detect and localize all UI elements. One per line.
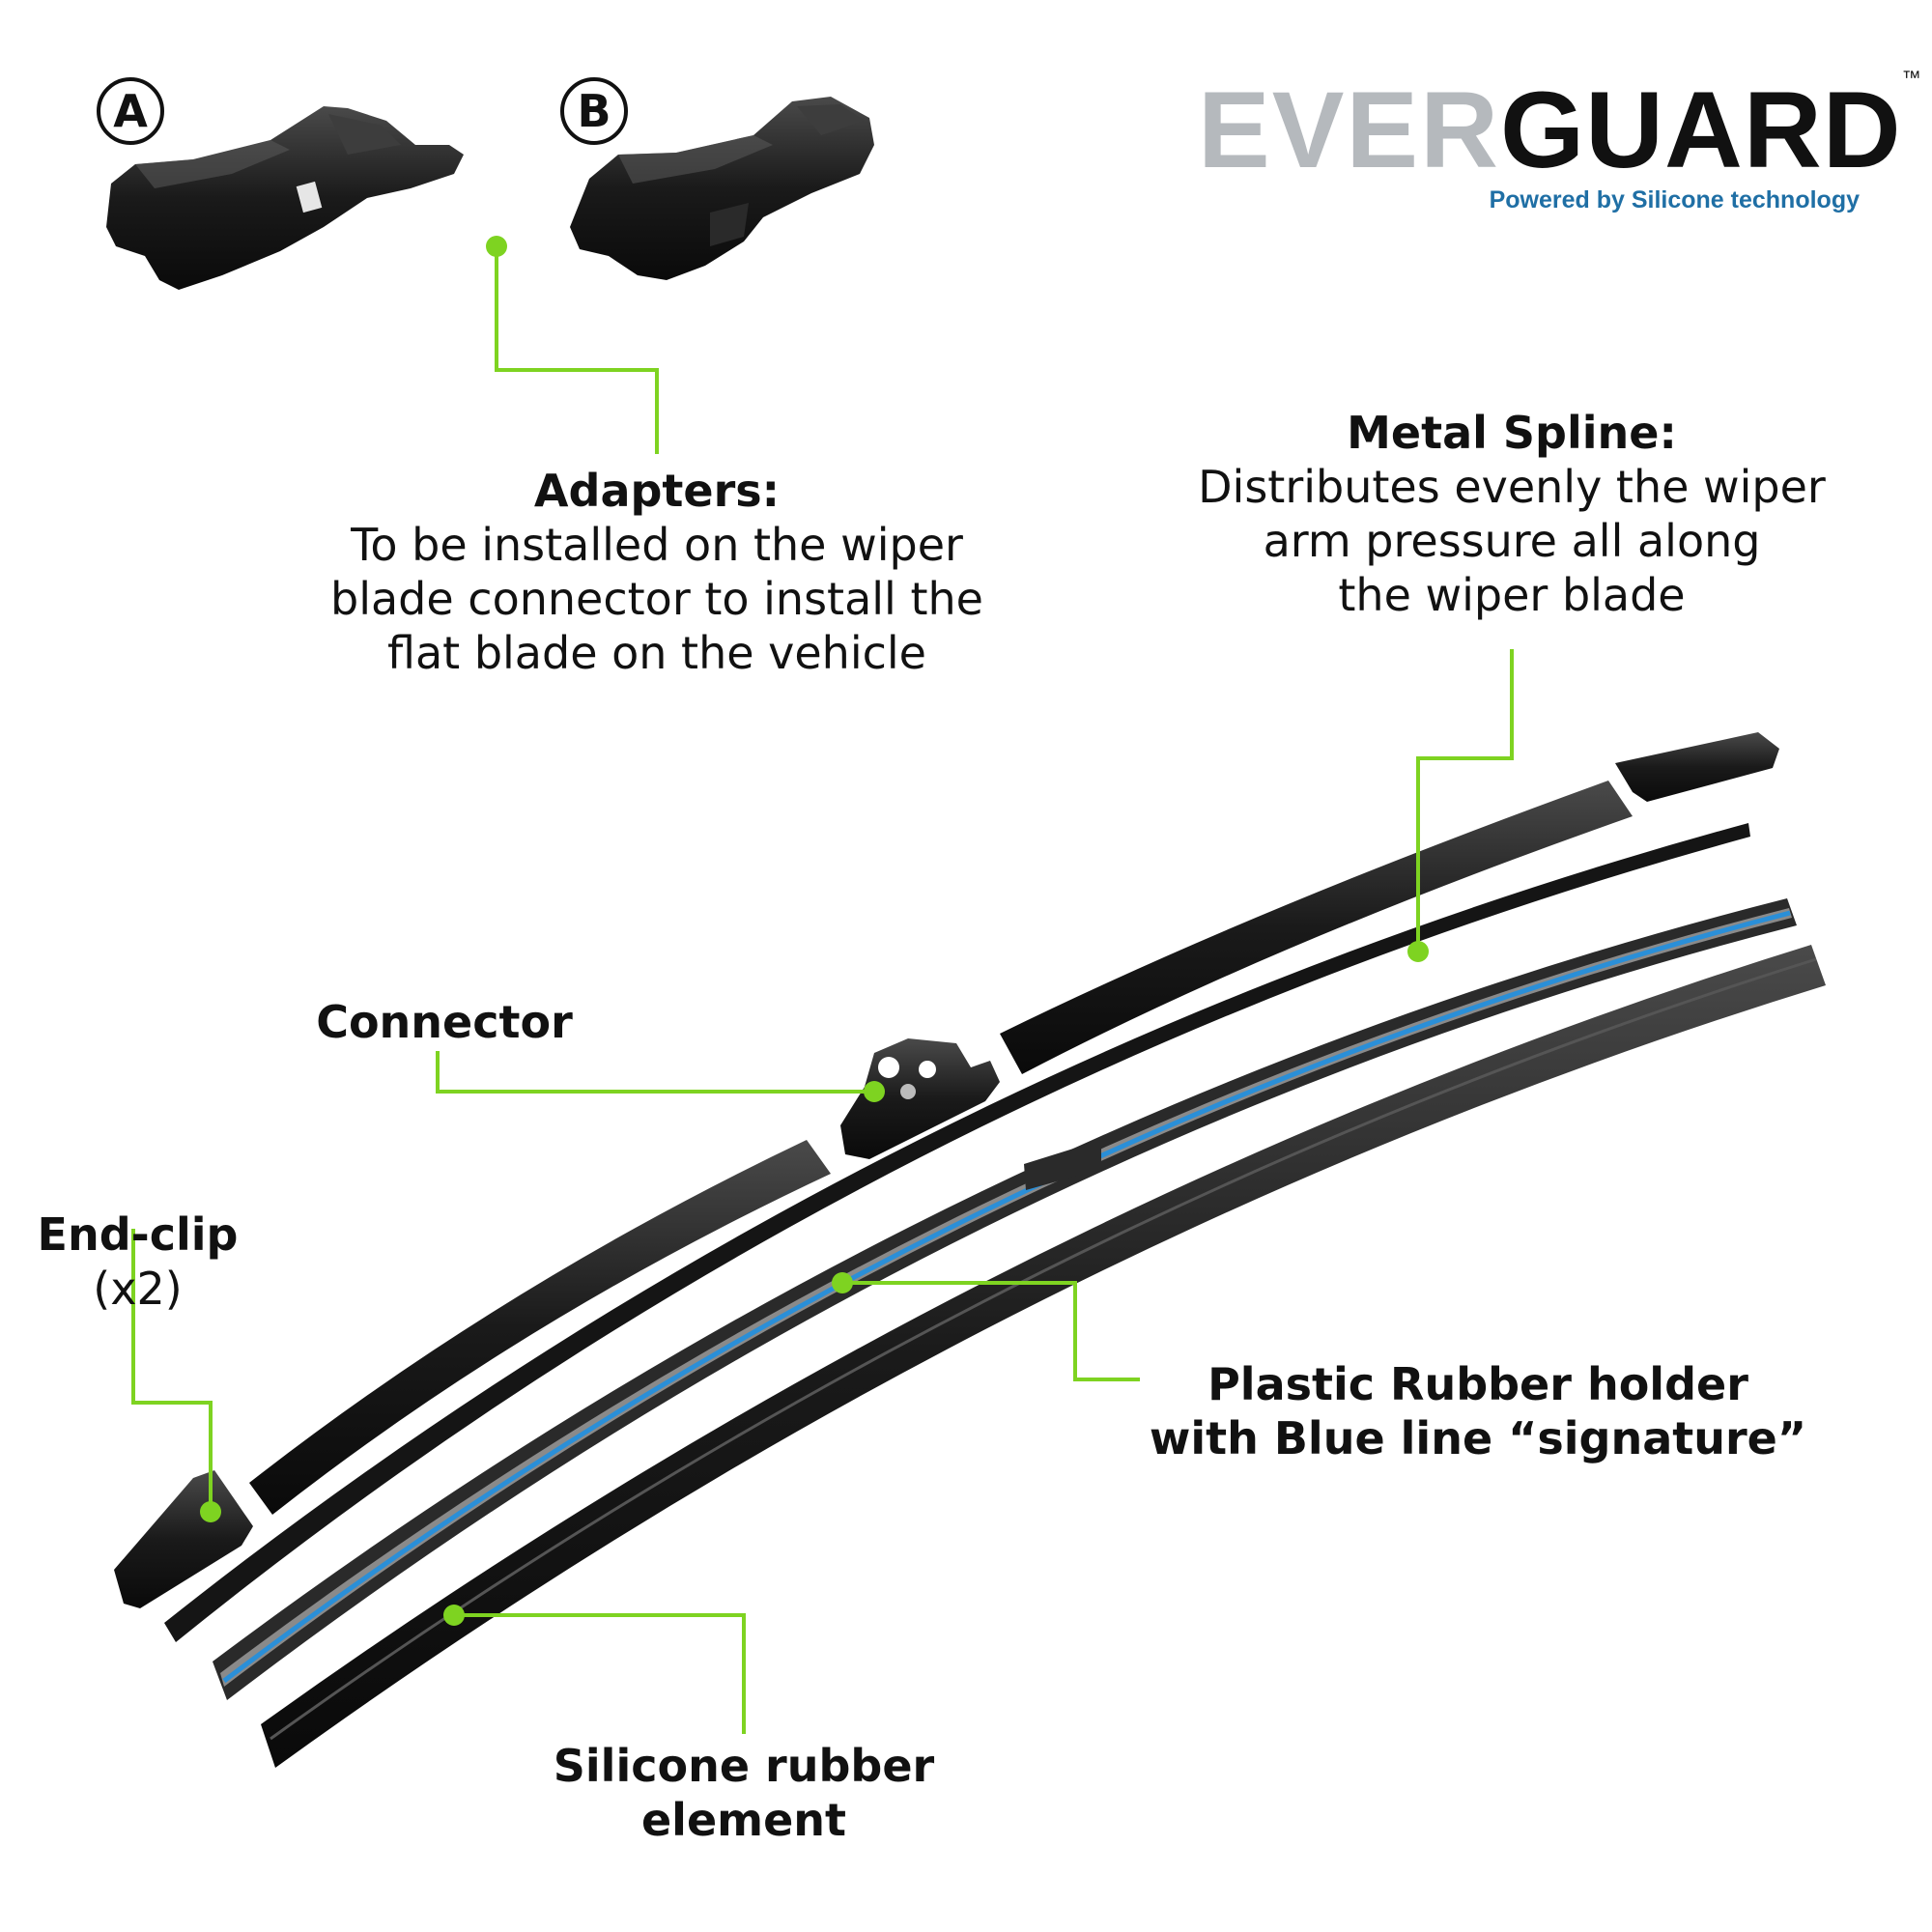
frame-upper-left <box>249 1140 831 1515</box>
adapter-a-icon <box>106 106 464 290</box>
silicone-line1: Silicone rubber <box>553 1740 935 1792</box>
leader-lines <box>131 246 1514 1734</box>
connector-label: Connector <box>251 995 638 1049</box>
brand-tm: ™ <box>1901 68 1921 89</box>
end-clip-label: End-clip (x2) <box>0 1208 275 1316</box>
metal-spline-line2: arm pressure all along <box>1263 515 1761 568</box>
adapters-label: Adapters: To be installed on the wiper b… <box>232 464 1082 680</box>
leader-dots <box>200 236 1429 1626</box>
silicone-line2: element <box>640 1794 847 1847</box>
end-clip-title: End-clip <box>37 1208 239 1261</box>
rubber-holder-line1: Plastic Rubber holder <box>1208 1358 1748 1410</box>
silicone-label: Silicone rubber element <box>502 1739 985 1847</box>
rubber-holder-label: Plastic Rubber holder with Blue line “si… <box>1092 1357 1864 1465</box>
adapter-a-badge <box>97 77 164 145</box>
adapter-b-icon <box>570 97 874 280</box>
adapters-line2: blade connector to install the <box>330 573 983 626</box>
adapter-b-letter: B <box>577 85 611 137</box>
metal-spline-line3: the wiper blade <box>1338 569 1686 622</box>
adapter-a-letter: A <box>113 85 148 137</box>
connector-title: Connector <box>316 996 573 1048</box>
metal-spline-label: Metal Spline: Distributes evenly the wip… <box>1101 406 1922 622</box>
adapters-line1: To be installed on the wiper <box>351 519 963 572</box>
adapters-title: Adapters: <box>533 465 781 517</box>
adapter-b-badge <box>560 77 628 145</box>
brand-name-part2: GUARD <box>1500 70 1902 190</box>
brand-tagline: Powered by Silicone technology <box>1489 186 1860 213</box>
rubber-holder-line2: with Blue line “signature” <box>1149 1412 1807 1465</box>
connector-icon <box>840 1038 1000 1159</box>
frame-upper-right <box>1000 781 1633 1074</box>
metal-spline-title: Metal Spline: <box>1347 407 1677 459</box>
brand-logo: EVERGUARD™ Powered by Silicone technolog… <box>1198 68 1921 214</box>
metal-spline-line1: Distributes evenly the wiper <box>1198 461 1826 514</box>
brand-name-part1: EVER <box>1198 70 1500 190</box>
adapters-line3: flat blade on the vehicle <box>387 627 926 680</box>
end-clip-qty: (x2) <box>93 1263 183 1316</box>
rubber-holder <box>213 898 1797 1700</box>
